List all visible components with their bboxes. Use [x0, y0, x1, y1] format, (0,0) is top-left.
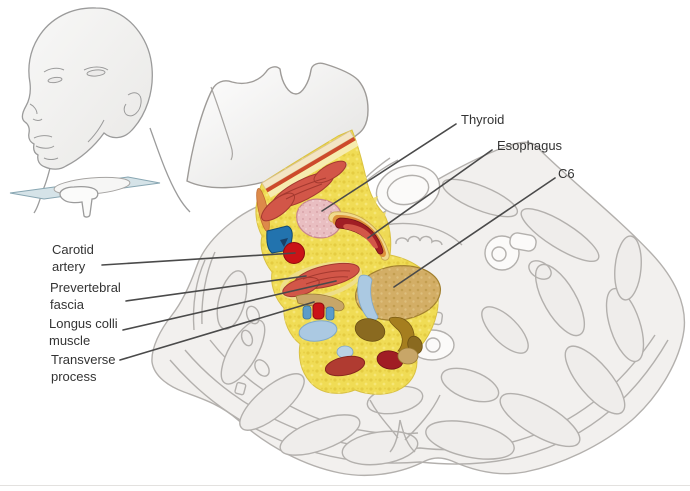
neck-back-line [149, 127, 191, 213]
leader-lines [101, 123, 556, 361]
foramen-vein [302, 305, 312, 320]
colored-dissection-band [255, 129, 442, 395]
left-edge-arc [192, 259, 206, 331]
label-thyroid: Thyroid [461, 112, 505, 127]
label-esophagus: Esophagus [497, 138, 563, 153]
leader-line-c6 [393, 177, 556, 288]
small-detail [245, 305, 261, 325]
leader-line-longus-colli [122, 280, 337, 331]
esophagus-complex [328, 211, 390, 261]
muscle-striation [302, 270, 351, 285]
leader-line-transverse-process [119, 301, 315, 361]
transverse-process-region [295, 293, 423, 355]
pale-strip [267, 140, 359, 198]
leader-line-prevertebral-fascia [125, 275, 307, 302]
small-detail [254, 359, 270, 377]
foramen-vein [325, 306, 335, 321]
label-c6: C6 [558, 166, 575, 181]
vertebral-artery [312, 302, 325, 320]
nuchal-line [399, 419, 416, 453]
small-structure-outline [528, 260, 552, 280]
deep-vein-oval [298, 320, 338, 342]
esophagus-lumen [343, 224, 378, 249]
vertebra-front-bumps [395, 235, 443, 246]
head-orientation-inset [9, 7, 191, 218]
bottom-divider [0, 485, 690, 486]
muscle-striation [279, 177, 327, 200]
nuchal-line [389, 419, 401, 453]
muscle-shape [260, 192, 296, 222]
spinal-cord-outline [425, 337, 441, 353]
leader-line-thyroid [321, 123, 457, 212]
subcutaneous-layer-line [169, 339, 669, 465]
bone-shape [354, 318, 386, 342]
label-longus-colli-muscle: Longus colli muscle [49, 316, 118, 348]
vagus-nerve [280, 238, 288, 247]
nuchal-line [404, 394, 441, 441]
leader-line-esophagus [367, 149, 493, 239]
slab-fold-line [210, 86, 234, 161]
strap-muscles [260, 160, 347, 222]
face-features [29, 66, 142, 160]
label-carotid-artery: Carotid artery [52, 242, 94, 274]
small-detail [240, 329, 254, 347]
label-transverse-process: Transverse process [51, 352, 116, 384]
nuchal-line [369, 399, 399, 439]
right-carotid-inner [491, 246, 507, 262]
disc-crescent [357, 274, 379, 321]
posterior-muscle-outlines [216, 178, 645, 466]
red-strip [265, 137, 356, 193]
deep-muscle [324, 355, 366, 377]
trachea-inner-outline [386, 174, 430, 206]
bone-shape [397, 347, 419, 365]
vertebra-front-arc [384, 222, 463, 246]
leader-line-carotid-artery [101, 252, 296, 266]
c6-vertebral-body [354, 265, 442, 321]
band-fade-edge [368, 196, 390, 242]
larynx-front [59, 185, 99, 218]
small-detail [234, 381, 247, 396]
lower-band-structures [298, 320, 419, 377]
right-vein-outline [509, 232, 537, 252]
head-outline [21, 7, 153, 170]
label-prevertebral-fascia: Prevertebral fascia [50, 280, 121, 312]
